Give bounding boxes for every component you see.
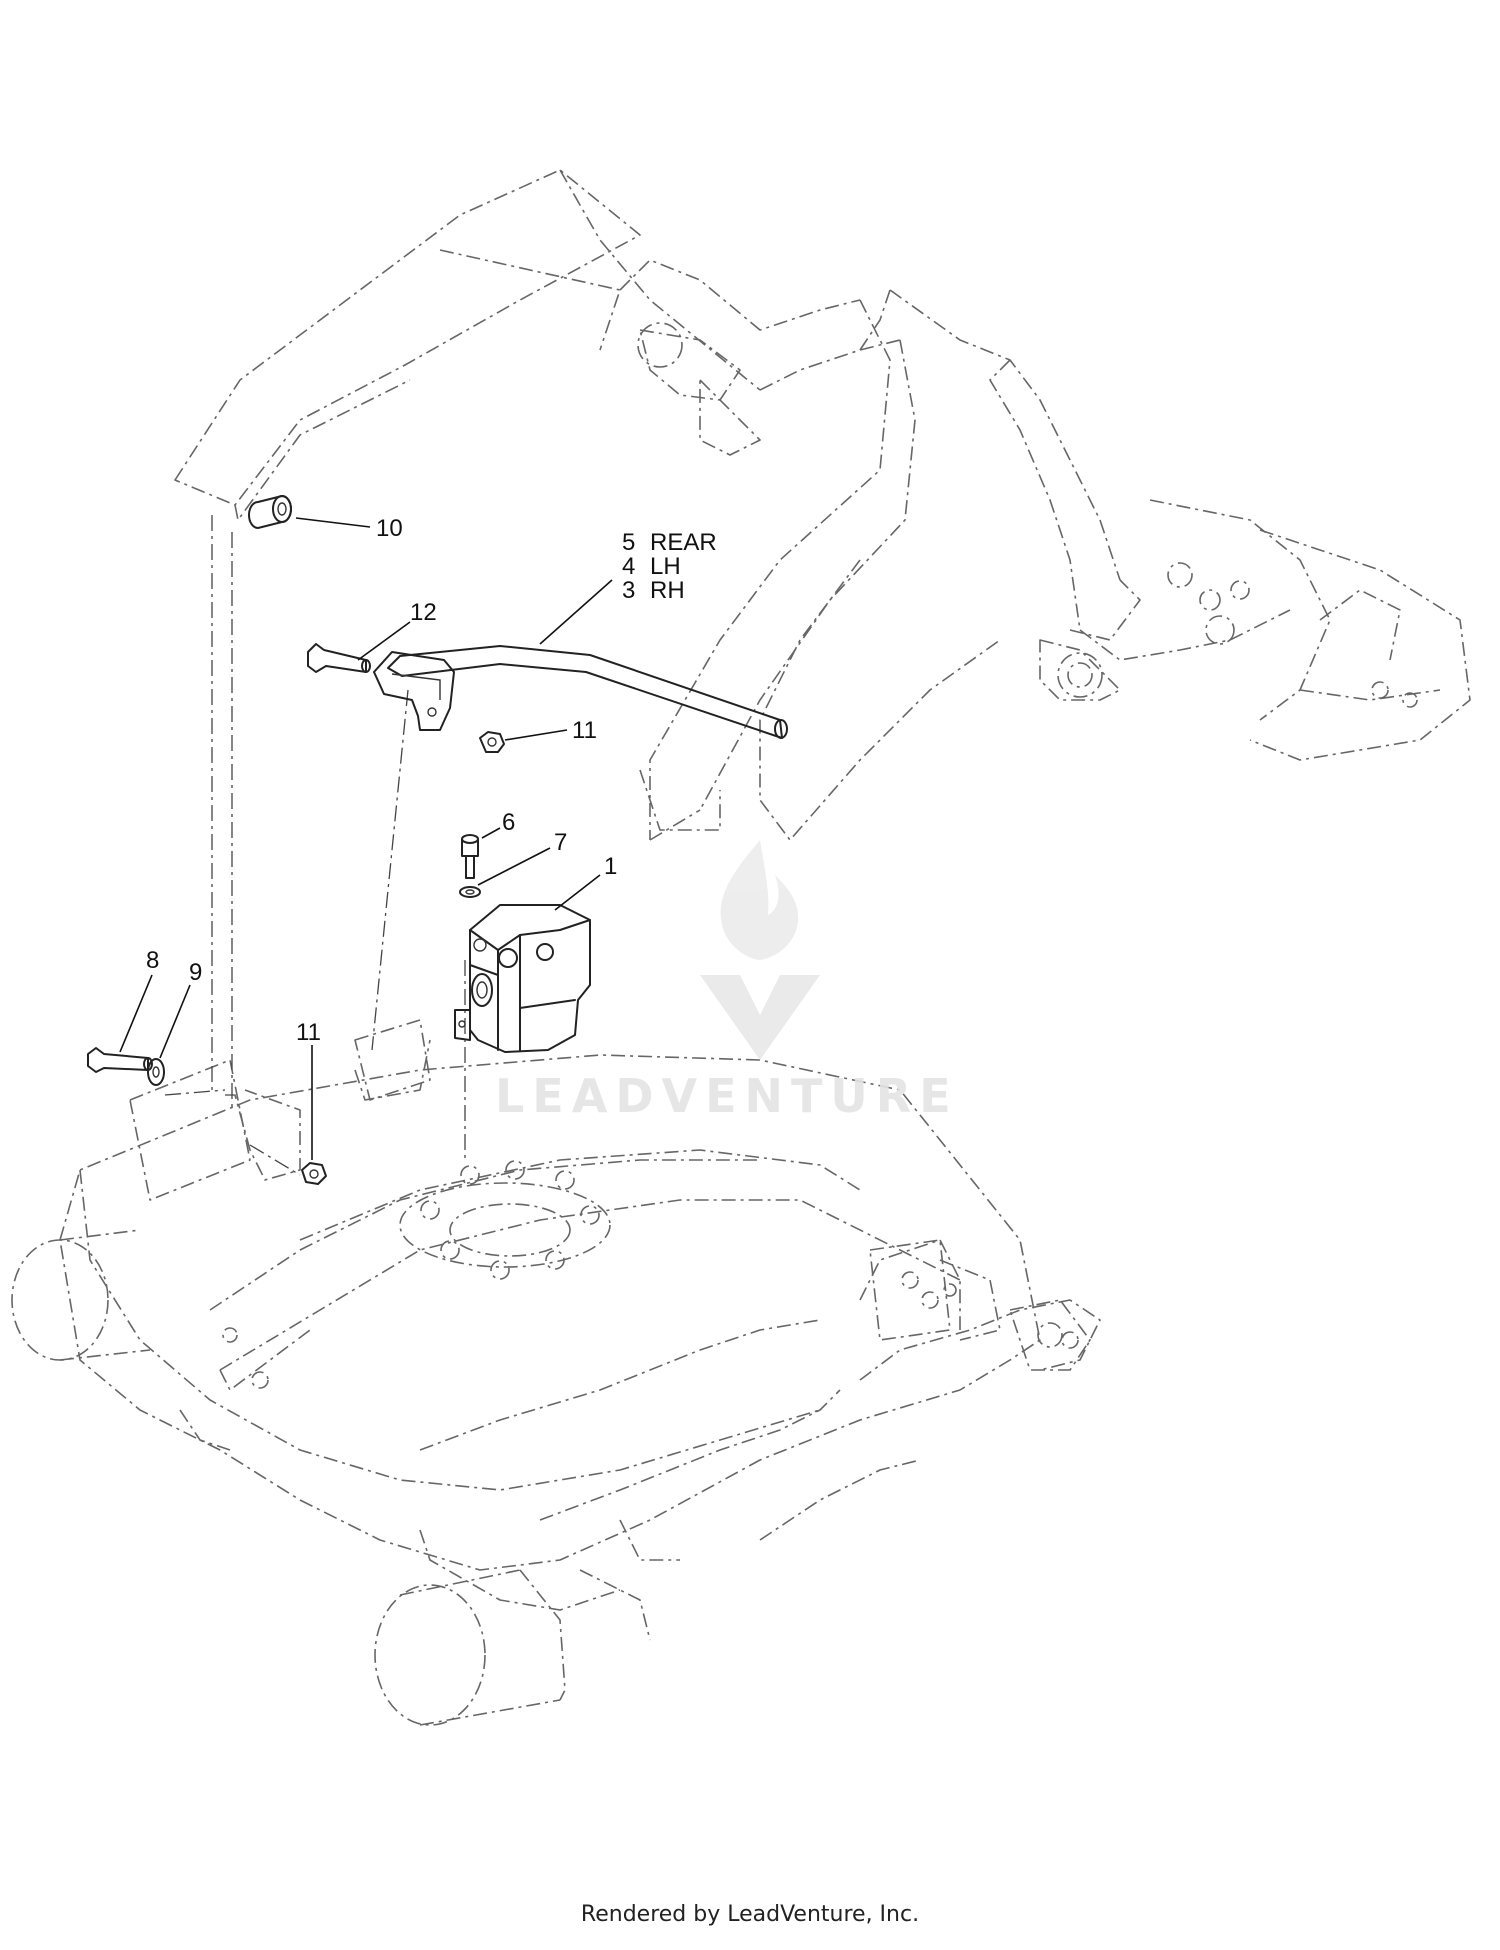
callout-7: 7	[554, 829, 567, 856]
alignment-lines	[164, 515, 466, 1176]
watermark-brand: LEADVENTURE	[495, 1069, 959, 1123]
callout-8: 8	[146, 947, 159, 974]
callout-5: 5	[622, 529, 635, 556]
callout-4: 4	[622, 553, 635, 580]
callout-9: 9	[189, 959, 202, 986]
deck-outline	[59, 1054, 1101, 1641]
leader-lines	[119, 517, 613, 1160]
callout-10: 10	[376, 515, 403, 542]
deck-rollers	[11, 1229, 566, 1726]
part-1-gearbox	[454, 904, 591, 1053]
callout-3: 3	[622, 577, 635, 604]
callout-6: 6	[502, 809, 515, 836]
part-10-bushing	[248, 495, 292, 529]
callout-3-desc: RH	[650, 577, 685, 604]
callout-labels: 10 5 REAR 4 LH 3 RH 12 11 6 7 1 8 9 11	[146, 515, 717, 1046]
deck-brackets	[129, 1019, 1091, 1451]
watermark: LEADVENTURE	[495, 840, 959, 1123]
part-rod	[387, 645, 788, 739]
part-11-nut-bottom	[301, 1162, 327, 1185]
part-7-washer	[459, 886, 481, 898]
part-9-washer	[147, 1058, 165, 1086]
callout-11-top: 11	[572, 717, 597, 744]
part-bracket	[373, 651, 455, 731]
flame-icon	[720, 840, 799, 960]
v-logo-icon	[700, 975, 820, 1060]
part-11-nut-top	[479, 731, 505, 753]
callout-1: 1	[604, 853, 617, 880]
part-6-screw	[461, 834, 479, 879]
part-12-bolt	[307, 643, 371, 673]
callout-5-desc: REAR	[650, 529, 717, 556]
frame-outline	[174, 169, 1471, 841]
spindle-mount	[399, 1160, 611, 1280]
callout-4-desc: LH	[650, 553, 681, 580]
callout-11-bottom: 11	[296, 1019, 321, 1046]
callout-12: 12	[410, 599, 437, 626]
footer-credit: Rendered by LeadVenture, Inc.	[580, 1902, 920, 1927]
left-mount-bracket	[225, 1039, 431, 1181]
